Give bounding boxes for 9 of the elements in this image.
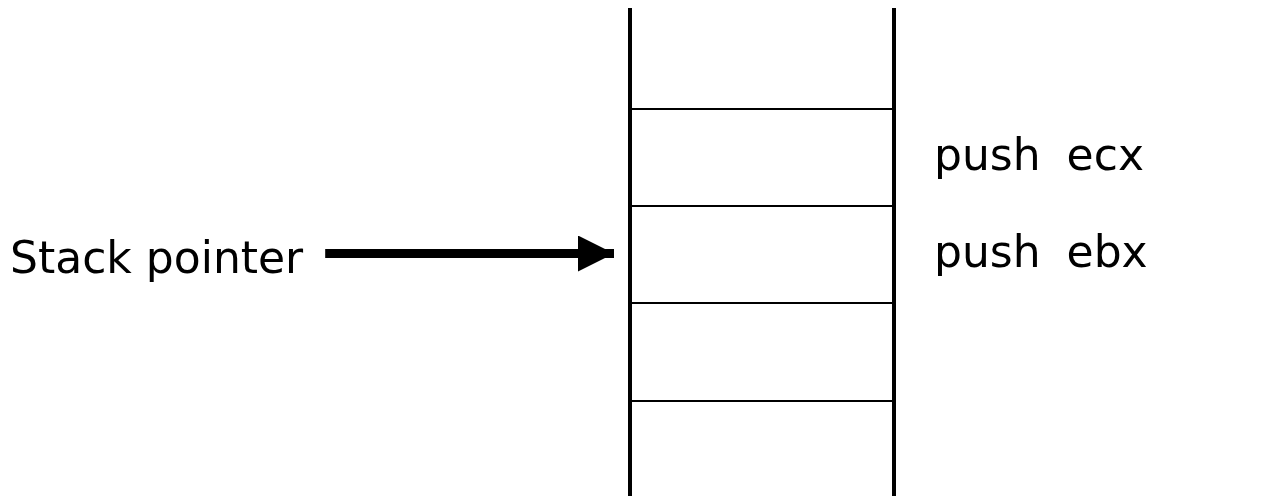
- pointer-label: Stack pointer: [10, 236, 304, 280]
- stack-slot: [628, 8, 896, 108]
- stack-slot: [628, 302, 896, 400]
- arrow: [325, 235, 614, 272]
- stack-slot: [628, 205, 896, 302]
- stack-slot: [628, 108, 896, 205]
- instruction-label: push ecx: [934, 132, 1144, 177]
- stack-slot: [628, 400, 896, 496]
- instruction-label: push ebx: [934, 229, 1148, 274]
